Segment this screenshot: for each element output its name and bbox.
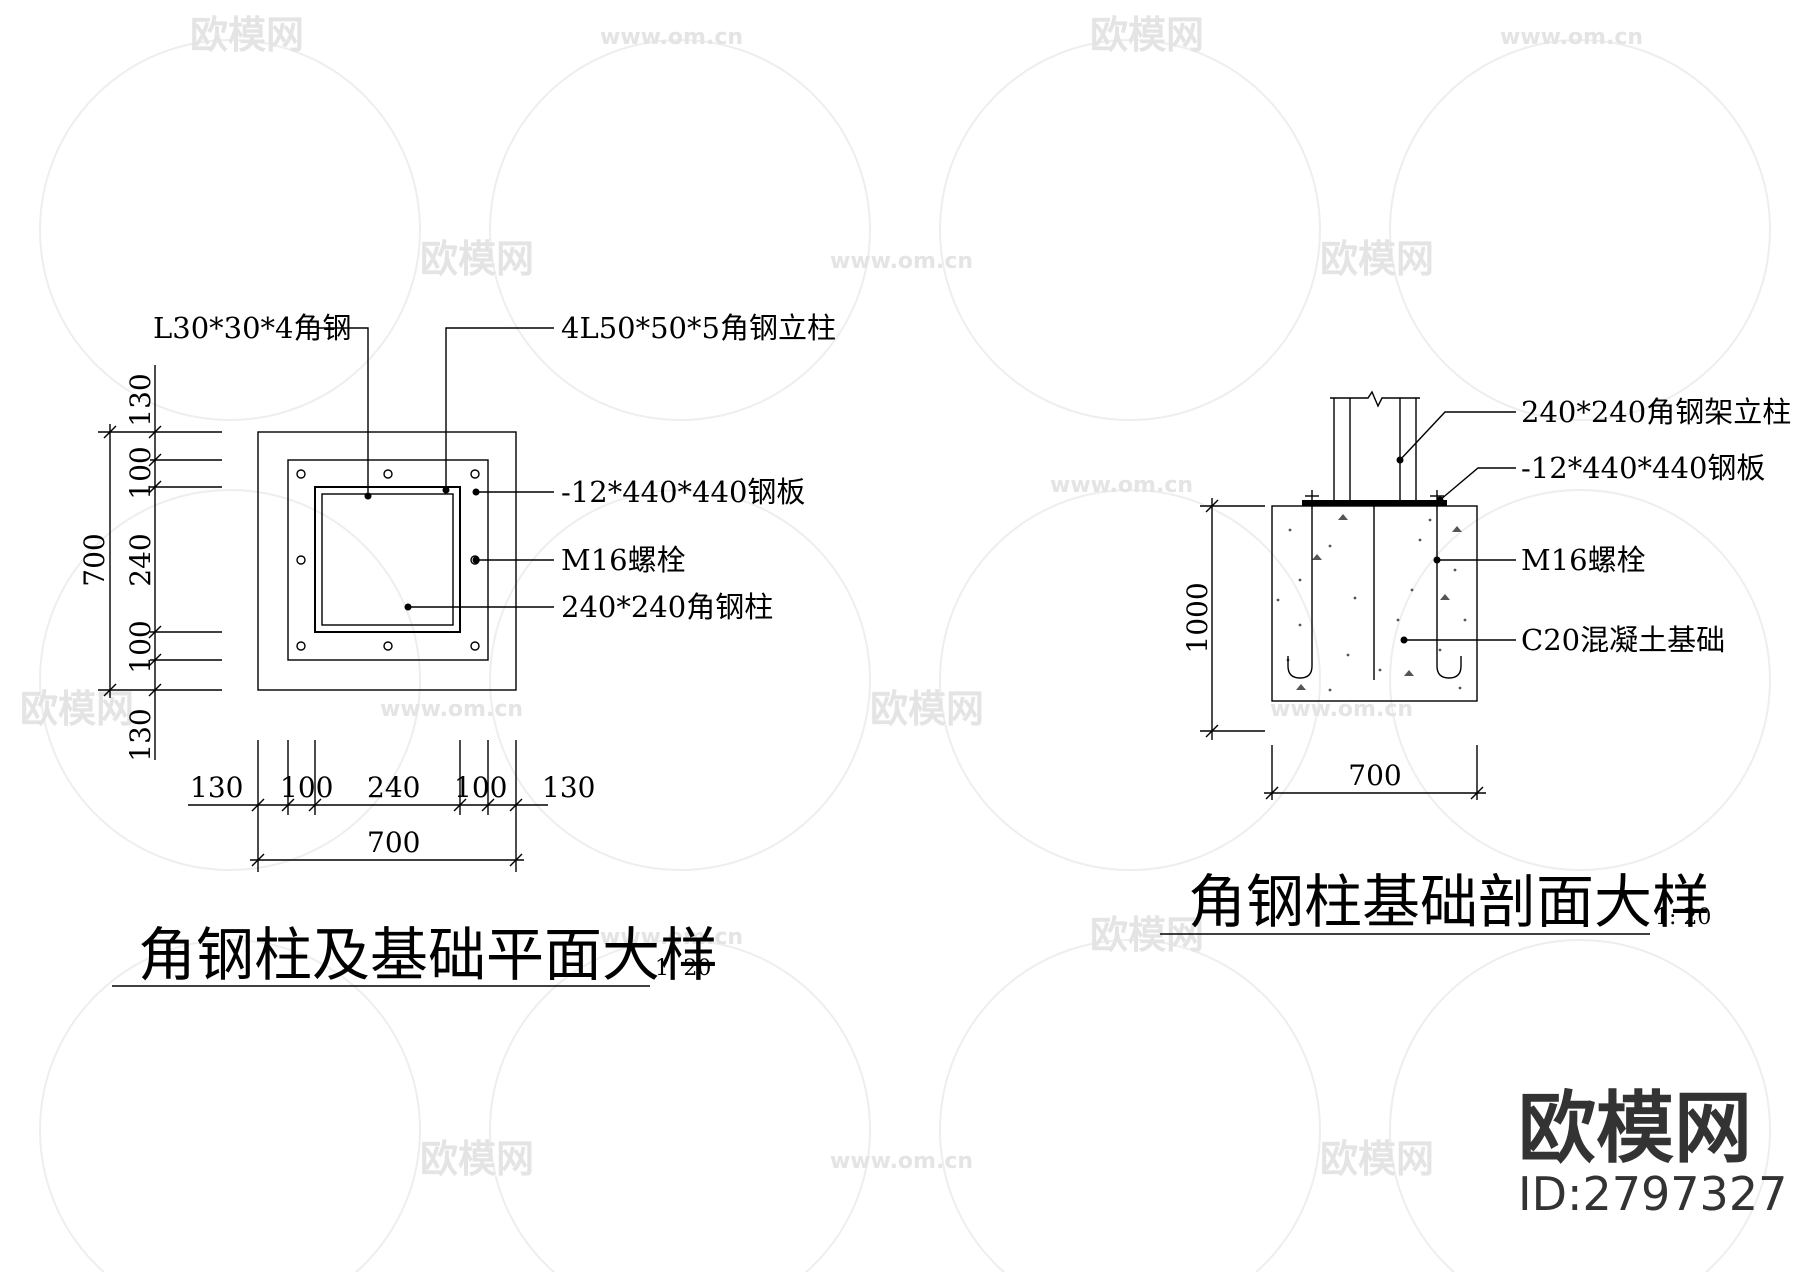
dim-h-3: 240	[367, 771, 420, 804]
post-elevation	[1330, 390, 1420, 500]
watermark-site: www.om.cn	[1050, 473, 1193, 498]
dim-v-1: 130	[124, 373, 157, 426]
plan-leaders	[318, 327, 554, 608]
vertical-dimension-lines	[98, 365, 222, 760]
watermark-brand: 欧模网	[420, 237, 534, 281]
label-concrete: C20混凝土基础	[1521, 623, 1725, 657]
brand-id: ID:2797327	[1518, 1167, 1787, 1221]
dim-h-5: 130	[542, 771, 595, 804]
bolt-markers	[296, 469, 480, 651]
dim-h-4: 100	[454, 771, 507, 804]
brand-block: 欧模网 ID:2797327	[1518, 1084, 1787, 1221]
watermark-brand: 欧模网	[870, 687, 984, 731]
dim-h-2: 100	[280, 771, 333, 804]
dim-section-width: 700	[1348, 759, 1401, 792]
label-column: 240*240角钢柱	[561, 590, 773, 624]
dim-h-1: 130	[190, 771, 243, 804]
concrete-hatch	[1276, 514, 1467, 692]
watermark-site: www.om.cn	[830, 1149, 973, 1174]
dim-section-height: 1000	[1181, 582, 1214, 653]
foundation-outline	[257, 431, 517, 691]
leader-dots	[364, 486, 480, 611]
label-post: 240*240角钢架立柱	[1521, 395, 1791, 429]
dim-v-3: 240	[124, 533, 157, 586]
section-scale: 1: 20	[1655, 905, 1711, 930]
label-section-plate: -12*440*440钢板	[1521, 451, 1765, 485]
section-detail: 240*240角钢架立柱 -12*440*440钢板 M16螺栓 C20混凝土基…	[1160, 390, 1791, 936]
dim-v-total: 700	[78, 533, 111, 586]
section-width-dimension	[1264, 745, 1486, 800]
watermark-brand: 欧模网	[1090, 13, 1204, 57]
dim-v-4: 100	[124, 620, 157, 673]
anchor-bolts	[1287, 490, 1462, 680]
watermark-brand: 欧模网	[420, 1137, 534, 1181]
plan-scale: 1: 20	[655, 956, 711, 981]
plan-title: 角钢柱及基础平面大样	[138, 921, 718, 989]
watermark-site: www.om.cn	[380, 697, 523, 722]
section-height-dimension	[1200, 498, 1265, 740]
watermark-site: www.om.cn	[600, 25, 743, 50]
watermark-brand: 欧模网	[190, 13, 304, 57]
watermark-site: www.om.cn	[1500, 25, 1643, 50]
section-leader-dots	[1396, 456, 1444, 644]
label-steel-plate: -12*440*440钢板	[561, 475, 805, 509]
steel-plate-outline	[287, 459, 489, 661]
column-outline	[314, 486, 461, 633]
label-section-bolt: M16螺栓	[1521, 543, 1646, 577]
plan-detail: L30*30*4角钢 4L50*50*5角钢立柱 -12*440*440钢板 M…	[78, 311, 836, 989]
watermark-brand: 欧模网	[20, 687, 134, 731]
watermark-layer: 欧模网 欧模网 欧模网 欧模网 欧模网 欧模网 欧模网 欧模网 欧模网 www.…	[20, 13, 1771, 1272]
section-title: 角钢柱基础剖面大样	[1188, 868, 1710, 936]
dim-v-2: 100	[124, 446, 157, 499]
watermark-site: www.om.cn	[830, 249, 973, 274]
column-inner-outline	[321, 493, 454, 626]
base-plate	[1302, 500, 1447, 506]
brand-logo-text: 欧模网	[1518, 1084, 1752, 1174]
horizontal-dimension-lines	[188, 740, 548, 872]
label-angle-small: L30*30*4角钢	[153, 311, 352, 345]
watermark-brand: 欧模网	[1090, 913, 1204, 957]
dim-v-5: 130	[124, 708, 157, 761]
dim-h-total: 700	[367, 826, 420, 859]
watermark-site: www.om.cn	[600, 925, 743, 950]
section-leaders	[1399, 411, 1516, 641]
label-bolt: M16螺栓	[561, 543, 686, 577]
watermark-brand: 欧模网	[1320, 1137, 1434, 1181]
watermark-brand: 欧模网	[1320, 237, 1434, 281]
label-angle-post: 4L50*50*5角钢立柱	[561, 311, 836, 345]
